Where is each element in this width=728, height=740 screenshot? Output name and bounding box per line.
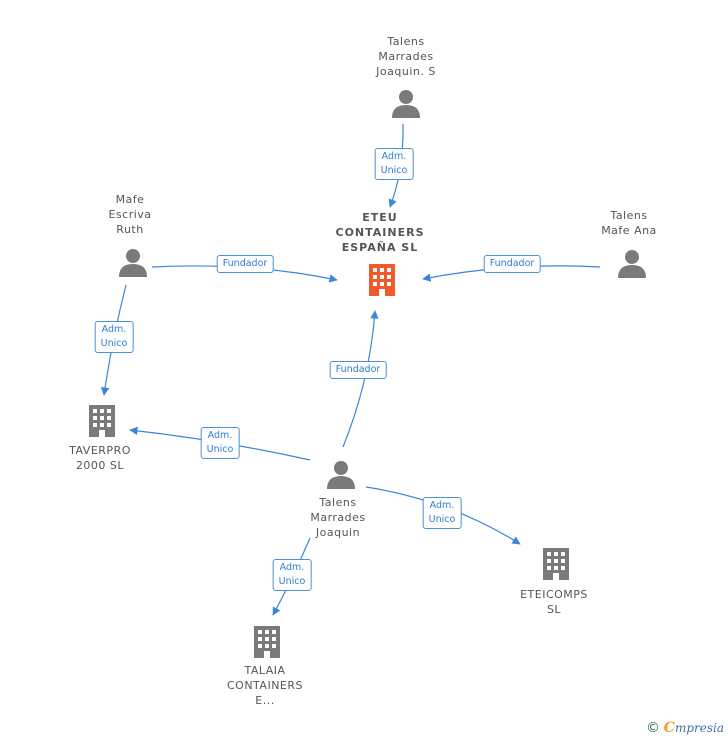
edge-talens-marrades-to-central [342, 310, 379, 448]
edge-label-adm-unico[interactable]: Adm. Unico [200, 427, 240, 459]
edge-label-adm-unico[interactable]: Adm. Unico [374, 148, 414, 180]
company-taverpro-label[interactable]: TAVERPRO 2000 SL [69, 444, 131, 472]
edge-label-adm-unico[interactable]: Adm. Unico [422, 497, 462, 529]
person-mafe-escriva-label[interactable]: Mafe Escriva Ruth [108, 193, 152, 236]
copyright-symbol: © [645, 720, 660, 736]
company-eteicomps-label[interactable]: ETEICOMPS SL [520, 588, 588, 616]
brand-logo-letter: C [663, 720, 675, 736]
brand-logo-text: mpresia [674, 721, 724, 735]
person-talens-marrades-s-label[interactable]: Talens Marrades Joaquin. S [376, 35, 436, 78]
building-icon[interactable] [251, 624, 283, 658]
edge-label-fundador[interactable]: Fundador [483, 255, 541, 273]
edge-label-fundador[interactable]: Fundador [216, 255, 274, 273]
edge-label-adm-unico[interactable]: Adm. Unico [94, 321, 134, 353]
person-icon[interactable] [391, 88, 421, 118]
person-talens-marrades-label[interactable]: Talens Marrades Joaquin [310, 496, 366, 539]
person-icon[interactable] [617, 248, 647, 278]
company-talaia-label[interactable]: TALAIA CONTAINERS E... [226, 664, 304, 707]
building-icon[interactable] [366, 262, 398, 296]
person-talens-mafe-label[interactable]: Talens Mafe Ana [601, 209, 657, 237]
building-icon[interactable] [86, 403, 118, 437]
person-icon[interactable] [118, 247, 148, 277]
central-company-label[interactable]: ETEU CONTAINERS ESPAÑA SL [335, 211, 425, 254]
edge-label-fundador[interactable]: Fundador [329, 361, 387, 379]
copyright-footer: © Cmpresia [646, 720, 724, 736]
edge-label-adm-unico[interactable]: Adm. Unico [272, 559, 312, 591]
building-icon[interactable] [540, 546, 572, 580]
person-icon[interactable] [326, 459, 356, 489]
